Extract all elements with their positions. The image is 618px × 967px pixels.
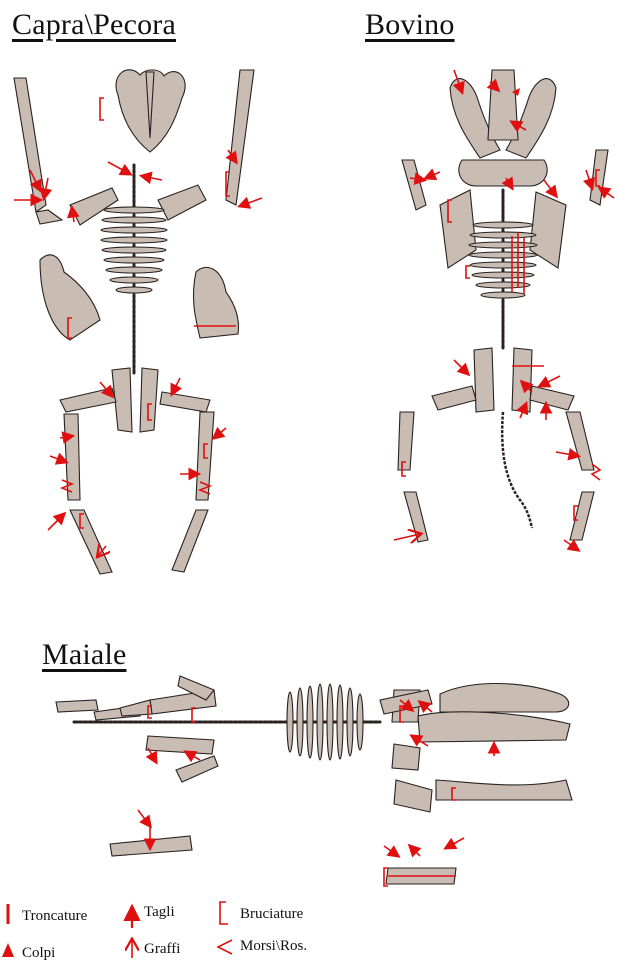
colpi-symbol bbox=[2, 943, 14, 957]
legend-troncature: Troncature bbox=[22, 908, 87, 925]
legend-graffi: Graffi bbox=[144, 941, 180, 958]
legend-morsi: Morsi\Ros. bbox=[240, 938, 307, 955]
skeleton-capra-pecora bbox=[14, 70, 254, 574]
skeleton-bovino bbox=[398, 70, 608, 542]
skeleton-maiale bbox=[56, 676, 572, 884]
legend-colpi: Colpi bbox=[22, 945, 55, 962]
bruciature-symbol bbox=[220, 902, 228, 924]
morsi-symbol bbox=[218, 940, 232, 954]
legend-bruciature: Bruciature bbox=[240, 906, 303, 923]
legend-tagli: Tagli bbox=[144, 904, 175, 921]
